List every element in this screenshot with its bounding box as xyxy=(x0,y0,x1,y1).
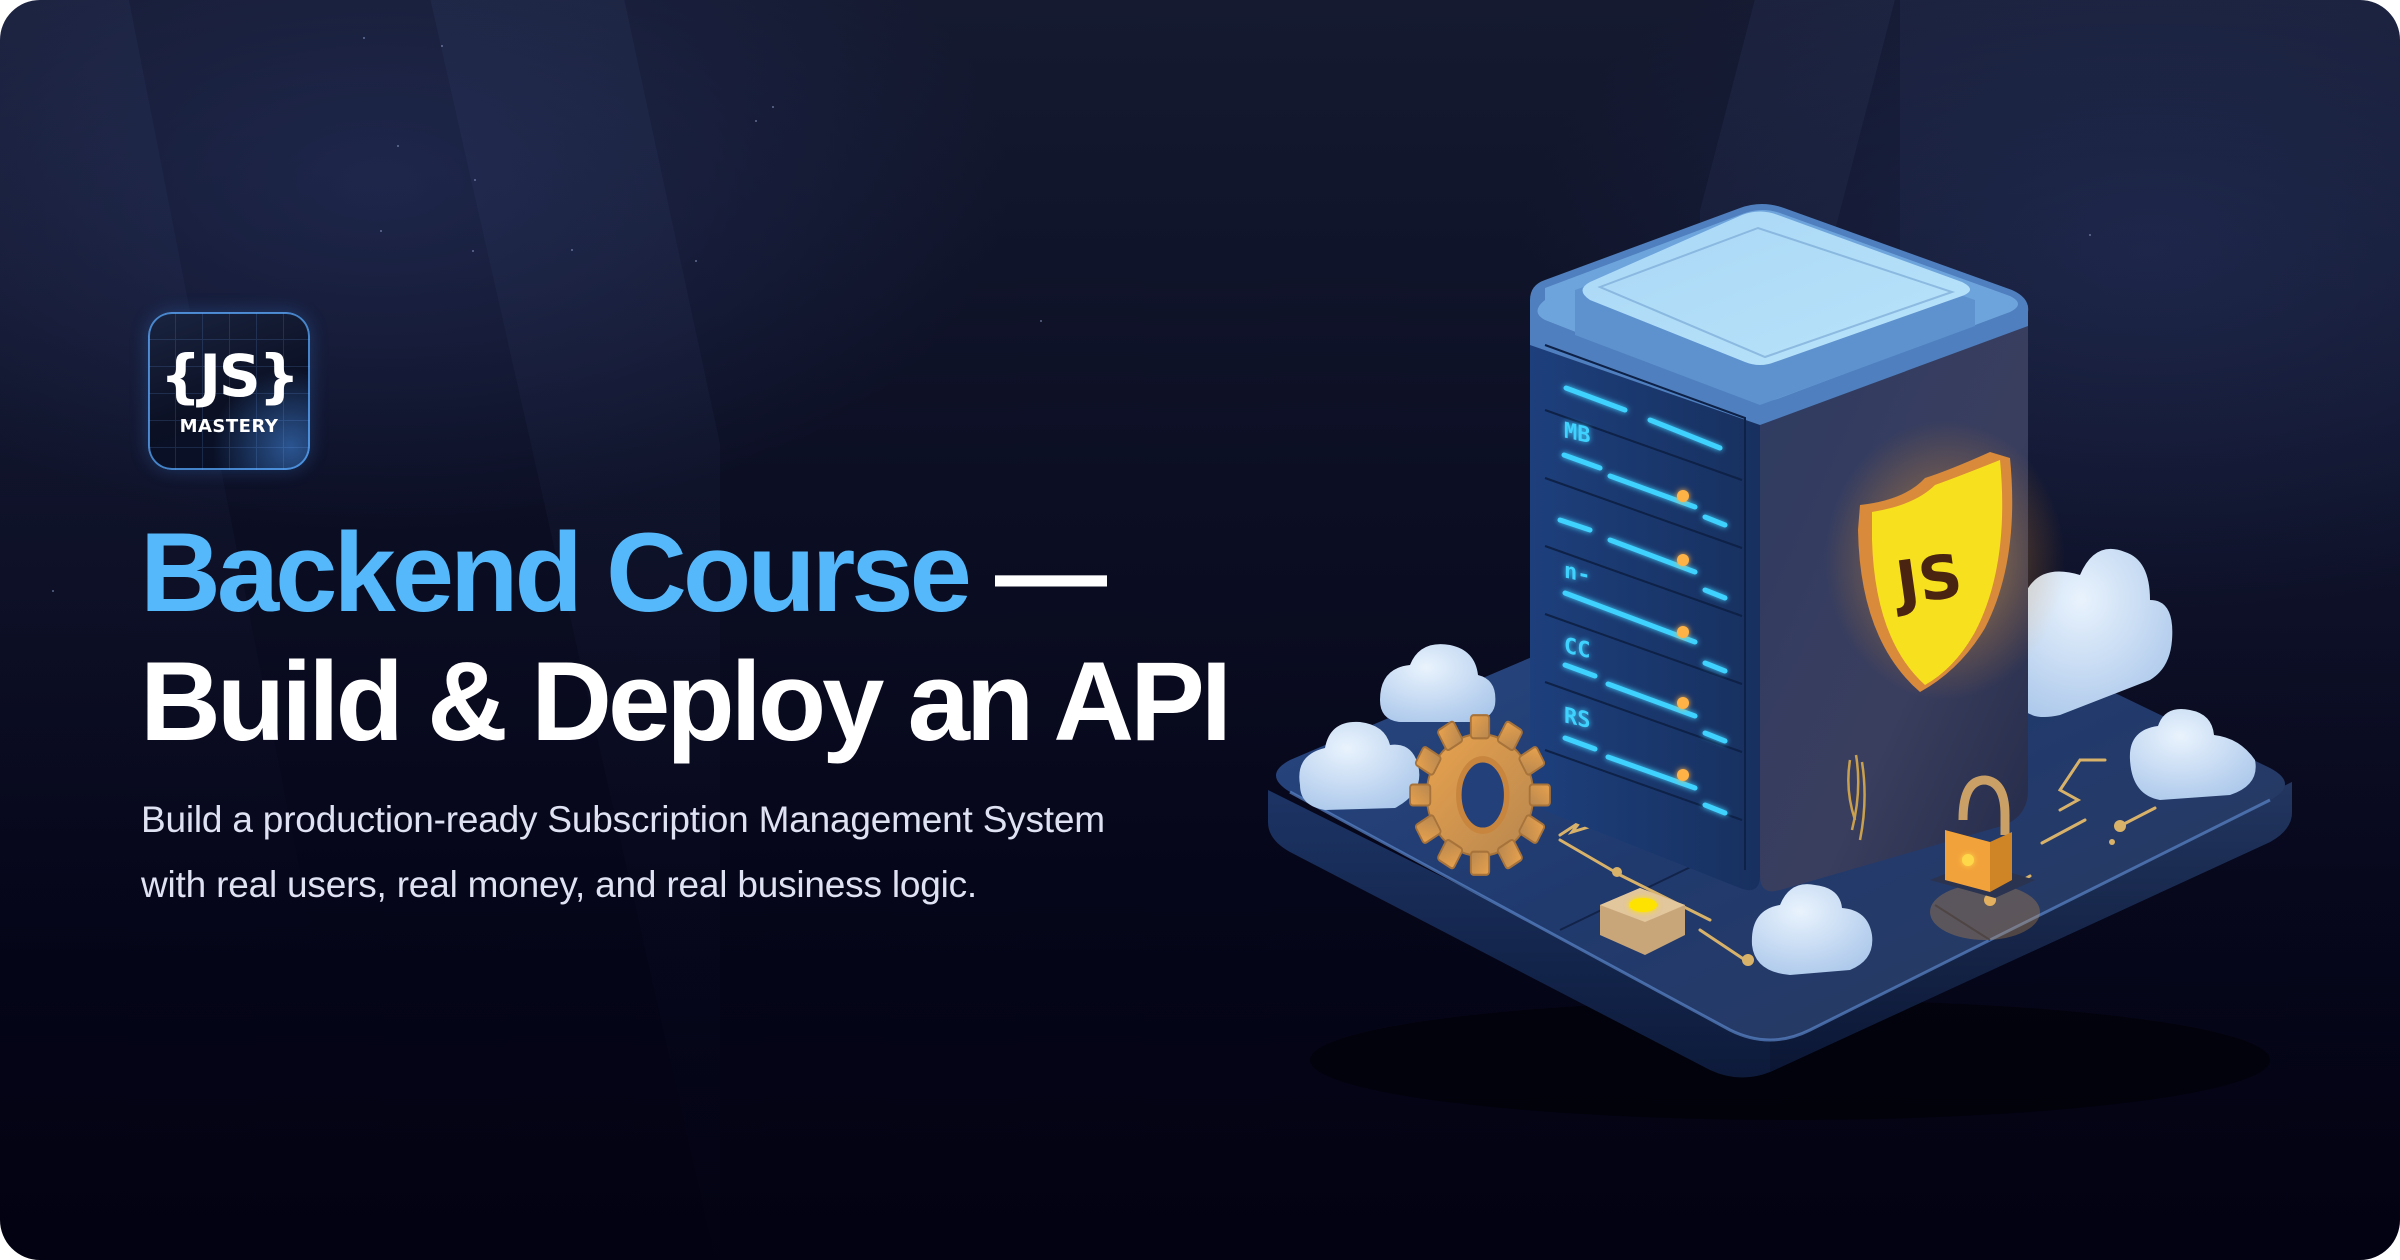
shield-label: JS xyxy=(1888,541,1967,620)
star-speck xyxy=(441,45,443,47)
cloud-icon xyxy=(1380,644,1496,722)
star-speck xyxy=(772,106,774,108)
server-front-panel: MB n- CC RS xyxy=(1544,344,1746,870)
star-speck xyxy=(2089,234,2091,236)
logo-wordmark: MASTERY xyxy=(179,416,279,437)
cloud-icon xyxy=(1751,884,1873,975)
title-dash: — xyxy=(967,510,1107,635)
cables xyxy=(1847,754,1866,841)
star-speck xyxy=(755,120,757,122)
subtitle-line-1: Build a production-ready Subscription Ma… xyxy=(141,799,1105,840)
svg-text:MB: MB xyxy=(1564,418,1590,449)
page-title: Backend Course —Build & Deploy an API xyxy=(140,508,1232,766)
status-light-bars xyxy=(1557,385,1728,816)
panel-glyphs: MB n- CC RS xyxy=(1564,418,1590,734)
padlock-icon xyxy=(1930,775,2040,940)
logo-mark: {JS} xyxy=(160,342,300,410)
star-speck xyxy=(474,179,476,181)
title-line-2: Build & Deploy an API xyxy=(140,639,1232,764)
svg-text:n-: n- xyxy=(1564,558,1590,589)
jsmastery-logo: {JS} MASTERY xyxy=(148,312,310,470)
gear-icon xyxy=(1409,714,1551,876)
star-speck xyxy=(571,249,573,251)
svg-text:CC: CC xyxy=(1564,633,1590,664)
js-shield-icon: JS xyxy=(1825,420,2065,700)
logo-grid-pattern xyxy=(148,312,310,470)
subtitle-line-2: with real users, real money, and real bu… xyxy=(141,864,978,905)
chip-cube-icon xyxy=(1600,888,1685,955)
cloud-icon xyxy=(1299,721,1420,810)
star-speck xyxy=(363,37,365,39)
subtitle: Build a production-ready Subscription Ma… xyxy=(141,787,1105,917)
star-speck xyxy=(397,145,399,147)
star-speck xyxy=(52,590,54,592)
star-speck xyxy=(695,260,697,262)
star-speck xyxy=(472,250,474,252)
title-accent: Backend Course xyxy=(140,510,972,635)
star-speck xyxy=(380,230,382,232)
svg-text:RS: RS xyxy=(1564,703,1590,734)
star-speck xyxy=(1040,320,1042,322)
circuit-nodes xyxy=(1612,820,2126,966)
cloud-icon xyxy=(2129,709,2256,800)
led-indicators xyxy=(1677,490,1689,781)
server-illustration: MB n- CC RS JS xyxy=(1268,204,2292,1120)
